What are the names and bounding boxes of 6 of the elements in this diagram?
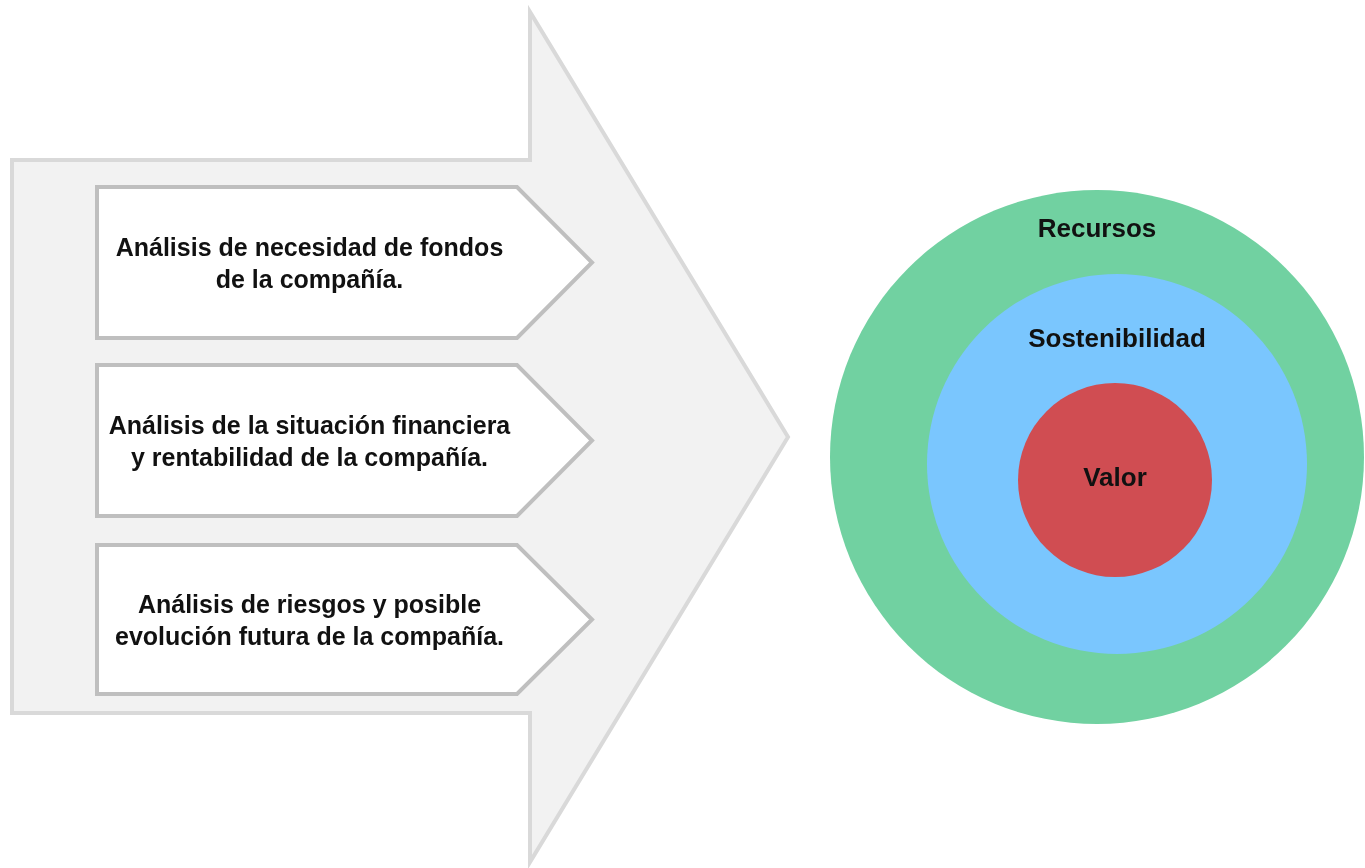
box-text: Análisis de riesgos y posible evolución futura de la compañía.: [114, 588, 505, 652]
box-text: Análisis de necesidad de fondos de la compañía.: [114, 231, 505, 295]
box-text: Análisis de la situación financiera y rentabilidad de la compañía.: [107, 409, 512, 473]
circle-label: Recursos: [1036, 212, 1158, 245]
circle-label: Valor: [1082, 461, 1148, 494]
circle-label: Sostenibilidad: [1027, 322, 1207, 355]
